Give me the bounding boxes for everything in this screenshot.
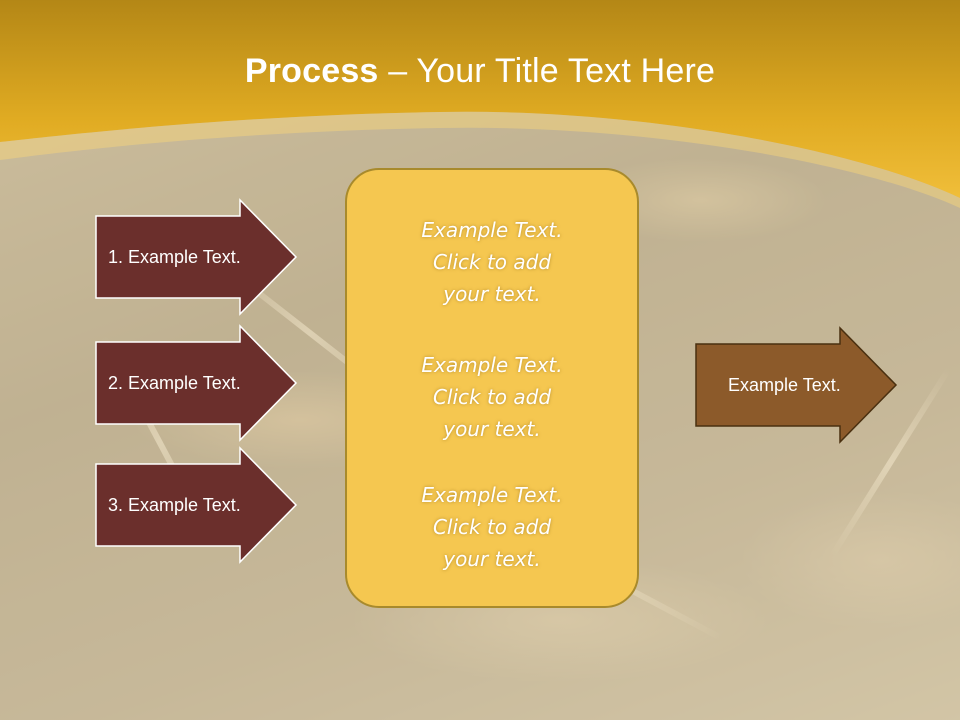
center-text-line: your text. [443, 547, 541, 571]
left-arrow-2-label: 2. Example Text. [108, 372, 241, 393]
left-arrow-1-label: 1. Example Text. [108, 246, 241, 267]
title-bold-part: Process [244, 52, 379, 90]
left-arrow-3-label: 3. Example Text. [108, 494, 241, 515]
center-text-line: Example Text. [421, 218, 563, 242]
arrow-right-shape [95, 198, 298, 316]
arrow-right-shape [95, 324, 298, 442]
center-text-line: Click to add [432, 250, 552, 274]
center-text-line: your text. [443, 417, 541, 441]
title-subtitle-part: – Your Title Text Here [378, 52, 716, 90]
center-text-line: Example Text. [421, 483, 563, 507]
header-band [0, 0, 960, 208]
center-text-box[interactable]: Example Text. Click to add your text. Ex… [345, 168, 639, 608]
arrow-right-shape [695, 326, 898, 444]
right-arrow-label: Example Text. [728, 374, 841, 395]
left-arrow-2[interactable]: 2. Example Text. [94, 324, 300, 442]
center-text-block-1: Example Text. Click to add your text. [347, 214, 637, 310]
left-arrow-1[interactable]: 1. Example Text. [94, 198, 300, 316]
arrow-right-shape [95, 446, 298, 564]
center-text-line: Click to add [432, 385, 552, 409]
center-text-line: your text. [443, 282, 541, 306]
center-text-block-2: Example Text. Click to add your text. [347, 349, 637, 445]
center-text-line: Example Text. [421, 353, 563, 377]
right-arrow[interactable]: Example Text. [694, 326, 900, 444]
left-arrow-3[interactable]: 3. Example Text. [94, 446, 300, 564]
center-text-block-3: Example Text. Click to add your text. [347, 479, 637, 575]
slide-title: Process – Your Title Text Here [0, 52, 960, 91]
center-text-line: Click to add [432, 515, 552, 539]
